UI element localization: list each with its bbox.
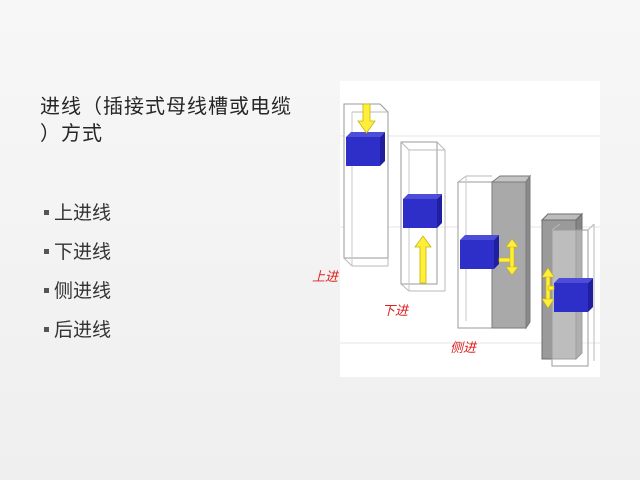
arrow-vertical-icon [541,267,555,309]
slide-title-line-1: 进线（插接式母线槽或电缆 [40,94,292,118]
busbar-block-top [346,132,385,166]
busbar-block-bottom [403,194,442,228]
bullet-rear-entry: 后进线 [44,310,111,349]
cabinet-top-entry [343,103,389,267]
cabinet-side-entry [457,174,531,330]
bullet-bottom-entry: 下进线 [44,232,111,271]
bullet-text: 后进线 [54,318,112,341]
slide-title-line-2: ）方式 [40,121,103,145]
label-bottom-entry: 下进 [382,304,410,319]
arrow-down-icon [357,103,376,134]
entry-methods-diagram: 上进 下进 侧进 [312,81,600,377]
bullet-square-icon [44,288,49,293]
cabinet-bottom-entry [400,141,446,292]
slide-title: 进线（插接式母线槽或电缆 ）方式 [40,93,320,147]
bullet-square-icon [44,249,49,254]
cabinet-rear-entry [540,212,595,367]
bullet-square-icon [44,210,49,215]
bullet-square-icon [44,327,49,332]
bullet-top-entry: 上进线 [44,193,111,232]
bullet-text: 上进线 [54,201,112,224]
bullet-text: 下进线 [54,240,112,263]
busbar-block-rear [554,278,593,312]
entry-method-list: 上进线 下进线 侧进线 后进线 [44,193,111,349]
bullet-text: 侧进线 [54,279,112,302]
arrow-up-down-icon [498,238,519,276]
bullet-side-entry: 侧进线 [44,271,111,310]
diagram-drawing: 上进 下进 侧进 [312,103,600,367]
label-side-entry: 侧进 [450,341,478,356]
busbar-block-side [460,235,499,269]
adjacent-cabinet-side [490,174,531,330]
arrow-up-icon [414,235,432,284]
label-top-entry: 上进 [312,270,340,285]
